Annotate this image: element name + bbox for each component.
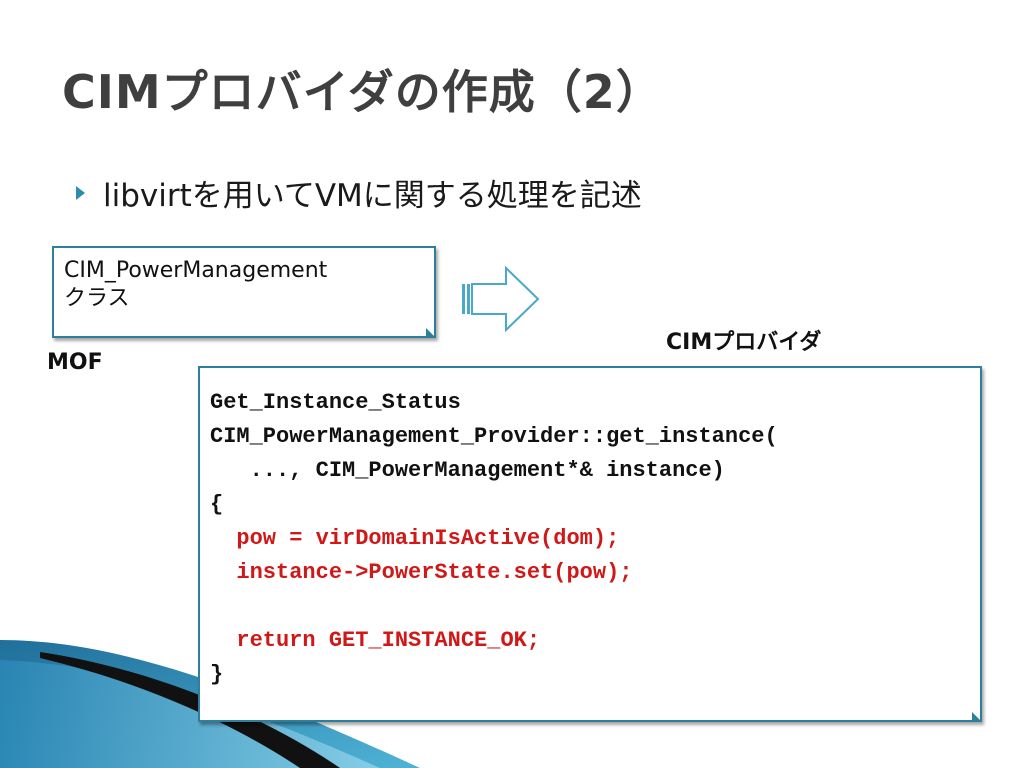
bullet-text: libvirtを用いてVMに関する処理を記述 <box>103 178 642 214</box>
provider-label: CIMプロバイダ <box>666 330 822 355</box>
mof-class-box: CIM_PowerManagement クラス <box>52 246 436 338</box>
code-line: return GET_INSTANCE_OK; <box>210 628 541 653</box>
code-line: instance->PowerState.set(pow); <box>210 560 633 585</box>
mof-label: MOF <box>47 350 103 375</box>
code-line: CIM_PowerManagement_Provider::get_instan… <box>210 424 778 449</box>
code-line: Get_Instance_Status <box>210 390 461 415</box>
code-line: pow = virDomainIsActive(dom); <box>210 526 620 551</box>
slide-title: CIMプロバイダの作成（2） <box>62 65 663 119</box>
corner-fold <box>426 328 436 338</box>
code-line: ..., CIM_PowerManagement*& instance) <box>210 458 725 483</box>
bullet-item: libvirtを用いてVMに関する処理を記述 <box>76 170 642 215</box>
code-line <box>210 590 970 624</box>
code-line: { <box>210 492 224 517</box>
code-line: } <box>210 662 224 687</box>
mof-class-name: CIM_PowerManagement <box>64 258 328 283</box>
corner-fold <box>972 712 982 722</box>
right-arrow-icon <box>462 265 540 333</box>
triangle-bullet-icon <box>76 185 85 200</box>
mof-class-suffix: クラス <box>64 286 130 311</box>
